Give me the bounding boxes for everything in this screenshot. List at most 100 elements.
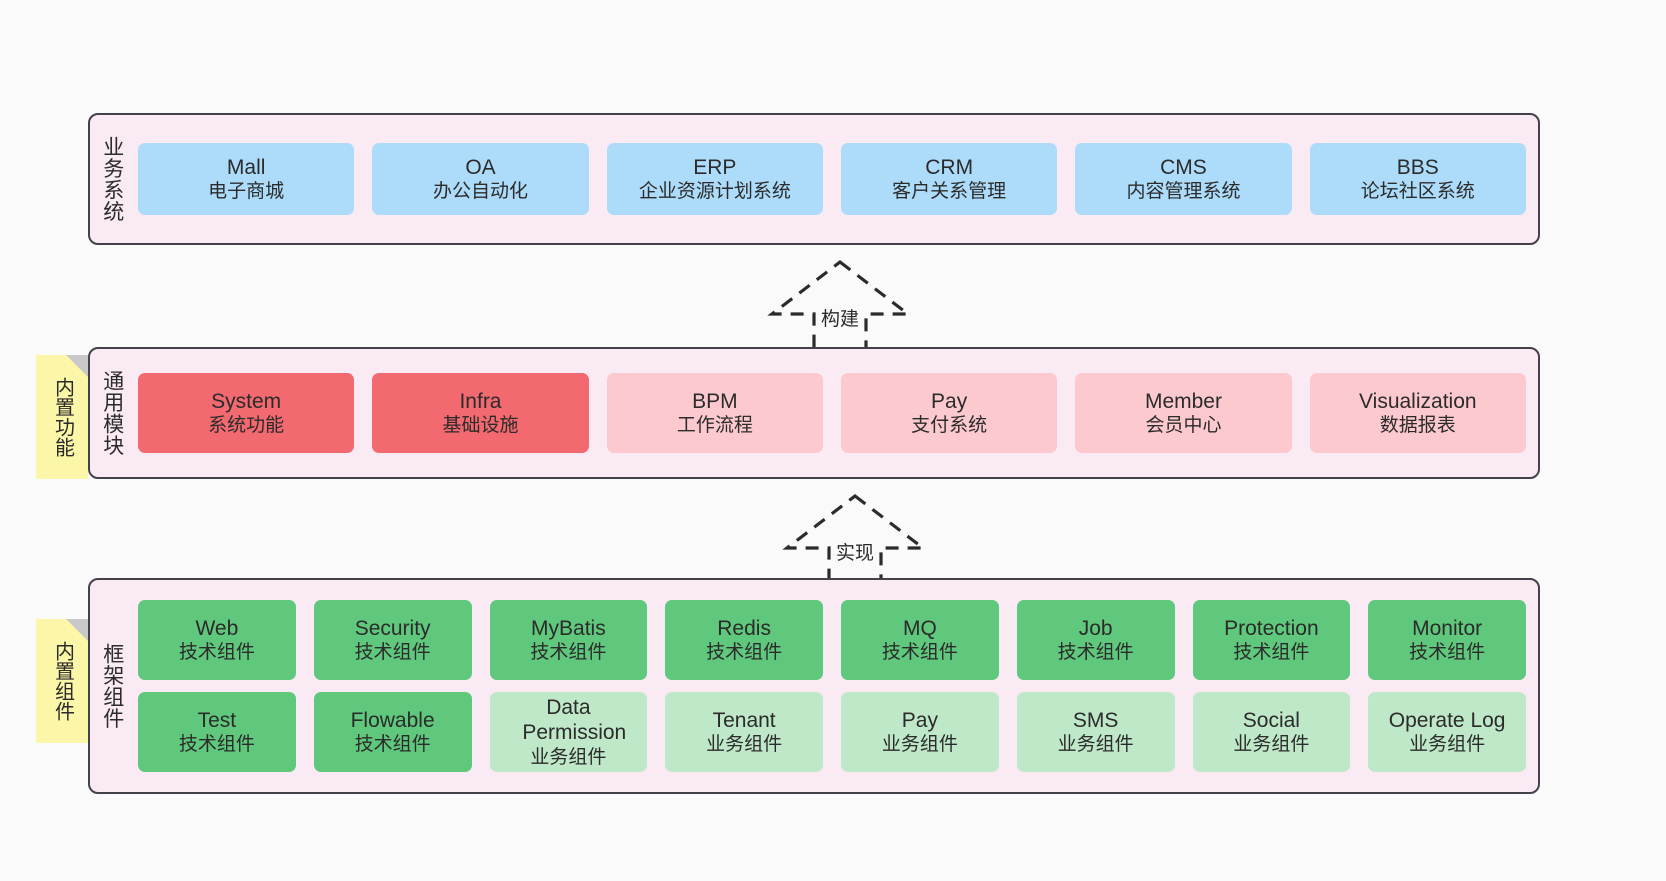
- node-row: Mall 电子商城 OA 办公自动化 ERP 企业资源计划系统 CRM 客户关系…: [138, 143, 1526, 215]
- node-subtitle: 技术组件: [354, 642, 431, 664]
- layer-business-systems: 业务系统 Mall 电子商城 OA 办公自动化 ERP 企业资源计划系统 CRM…: [88, 113, 1540, 245]
- sticky-note-label: 内置功能: [51, 377, 74, 457]
- node-subtitle: 业务组件: [1057, 734, 1134, 756]
- node-row: Web 技术组件 Security 技术组件 MyBatis 技术组件 Redi…: [138, 600, 1526, 680]
- node-mall[interactable]: Mall 电子商城: [138, 143, 355, 215]
- node-subtitle: 业务组件: [1409, 734, 1486, 756]
- node-bpm[interactable]: BPM 工作流程: [606, 373, 823, 453]
- node-subtitle: 数据报表: [1379, 415, 1456, 437]
- node-title: Operate Log: [1388, 708, 1506, 732]
- node-operate-log[interactable]: Operate Log 业务组件: [1368, 692, 1526, 772]
- node-subtitle: 内容管理系统: [1126, 181, 1241, 203]
- node-monitor[interactable]: Monitor 技术组件: [1368, 600, 1526, 680]
- node-title: OA: [465, 155, 496, 179]
- node-subtitle: 技术组件: [354, 734, 431, 756]
- node-title: Pay: [901, 708, 938, 732]
- node-title: Mall: [226, 155, 266, 179]
- node-title: MyBatis: [531, 616, 606, 640]
- layer-body-framework-components: Web 技术组件 Security 技术组件 MyBatis 技术组件 Redi…: [134, 580, 1538, 792]
- node-social[interactable]: Social 业务组件: [1192, 692, 1351, 772]
- node-title: Social: [1242, 708, 1300, 732]
- connector-build-label: 构建: [818, 304, 862, 331]
- layer-title-framework-components: 框架组件: [100, 643, 124, 729]
- node-subtitle: 技术组件: [178, 642, 255, 664]
- node-data-permission[interactable]: Data Permission 业务组件: [489, 692, 648, 772]
- node-test[interactable]: Test 技术组件: [138, 692, 296, 772]
- node-crm[interactable]: CRM 客户关系管理: [840, 143, 1058, 215]
- node-subtitle: 业务组件: [530, 747, 607, 769]
- node-security[interactable]: Security 技术组件: [313, 600, 472, 680]
- sticky-note-builtin-components: 内置组件: [36, 619, 88, 743]
- connector-implement-label: 实现: [833, 538, 877, 565]
- node-subtitle: 论坛社区系统: [1360, 181, 1475, 203]
- node-flowable[interactable]: Flowable 技术组件: [313, 692, 472, 772]
- node-protection[interactable]: Protection 技术组件: [1192, 600, 1351, 680]
- layer-common-modules: 通用模块 System 系统功能 Infra 基础设施 BPM 工作流程 Pay…: [88, 347, 1540, 479]
- node-row: System 系统功能 Infra 基础设施 BPM 工作流程 Pay 支付系统…: [138, 373, 1526, 453]
- node-web[interactable]: Web 技术组件: [138, 600, 296, 680]
- node-title: CRM: [925, 155, 974, 179]
- node-subtitle: 基础设施: [442, 415, 519, 437]
- node-subtitle: 业务组件: [1233, 734, 1310, 756]
- node-pay-component[interactable]: Pay 业务组件: [841, 692, 999, 772]
- node-title: CMS: [1160, 155, 1207, 179]
- node-subtitle: 客户关系管理: [892, 181, 1007, 203]
- node-mybatis[interactable]: MyBatis 技术组件: [489, 600, 648, 680]
- connector-build: 构建: [755, 258, 925, 353]
- node-pay-module[interactable]: Pay 支付系统: [840, 373, 1058, 453]
- node-subtitle: 技术组件: [178, 734, 255, 756]
- node-bbs[interactable]: BBS 论坛社区系统: [1309, 143, 1526, 215]
- node-mq[interactable]: MQ 技术组件: [841, 600, 999, 680]
- sticky-fold-corner-icon: [66, 355, 88, 377]
- node-subtitle: 系统功能: [208, 415, 285, 437]
- node-system[interactable]: System 系统功能: [138, 373, 355, 453]
- node-subtitle: 会员中心: [1145, 415, 1222, 437]
- node-subtitle: 技术组件: [1057, 642, 1134, 664]
- node-title: BBS: [1396, 155, 1439, 179]
- node-oa[interactable]: OA 办公自动化: [372, 143, 589, 215]
- layer-title-business-systems: 业务系统: [100, 136, 124, 222]
- node-subtitle: 技术组件: [881, 642, 958, 664]
- node-subtitle: 业务组件: [706, 734, 783, 756]
- node-visualization[interactable]: Visualization 数据报表: [1309, 373, 1526, 453]
- node-title: Infra: [459, 389, 502, 413]
- node-title: Security: [354, 616, 431, 640]
- node-title: SMS: [1072, 708, 1119, 732]
- node-title: Visualization: [1359, 389, 1477, 413]
- node-title: Flowable: [350, 708, 435, 732]
- node-title: Monitor: [1412, 616, 1483, 640]
- node-subtitle: 技术组件: [1233, 642, 1310, 664]
- node-title: Test: [197, 708, 237, 732]
- connector-implement: 实现: [770, 492, 940, 587]
- node-job[interactable]: Job 技术组件: [1016, 600, 1175, 680]
- node-subtitle: 技术组件: [706, 642, 783, 664]
- node-title: Redis: [717, 616, 771, 640]
- node-sms[interactable]: SMS 业务组件: [1016, 692, 1175, 772]
- node-title: ERP: [693, 155, 737, 179]
- node-title: MQ: [902, 616, 937, 640]
- node-title: Data Permission: [522, 695, 627, 745]
- node-title: System: [211, 389, 282, 413]
- node-subtitle: 支付系统: [911, 415, 988, 437]
- sticky-fold-corner-icon: [66, 619, 88, 641]
- node-subtitle: 工作流程: [676, 415, 753, 437]
- node-subtitle: 办公自动化: [432, 181, 528, 203]
- node-subtitle: 技术组件: [530, 642, 607, 664]
- node-member[interactable]: Member 会员中心: [1075, 373, 1292, 453]
- node-title: Web: [195, 616, 239, 640]
- node-erp[interactable]: ERP 企业资源计划系统: [606, 143, 823, 215]
- node-cms[interactable]: CMS 内容管理系统: [1075, 143, 1292, 215]
- node-title: Job: [1078, 616, 1113, 640]
- layer-title-common-modules: 通用模块: [100, 370, 124, 456]
- node-infra[interactable]: Infra 基础设施: [372, 373, 589, 453]
- dashed-hollow-arrow-icon: [782, 493, 928, 587]
- node-tenant[interactable]: Tenant 业务组件: [665, 692, 823, 772]
- node-title: Tenant: [712, 708, 776, 732]
- layer-body-business-systems: Mall 电子商城 OA 办公自动化 ERP 企业资源计划系统 CRM 客户关系…: [134, 115, 1538, 243]
- layer-framework-components: 框架组件 Web 技术组件 Security 技术组件 MyBatis 技术组件…: [88, 578, 1540, 794]
- dashed-hollow-arrow-icon: [767, 259, 913, 353]
- node-title: Protection: [1224, 616, 1319, 640]
- layer-body-common-modules: System 系统功能 Infra 基础设施 BPM 工作流程 Pay 支付系统…: [134, 349, 1538, 477]
- node-redis[interactable]: Redis 技术组件: [665, 600, 823, 680]
